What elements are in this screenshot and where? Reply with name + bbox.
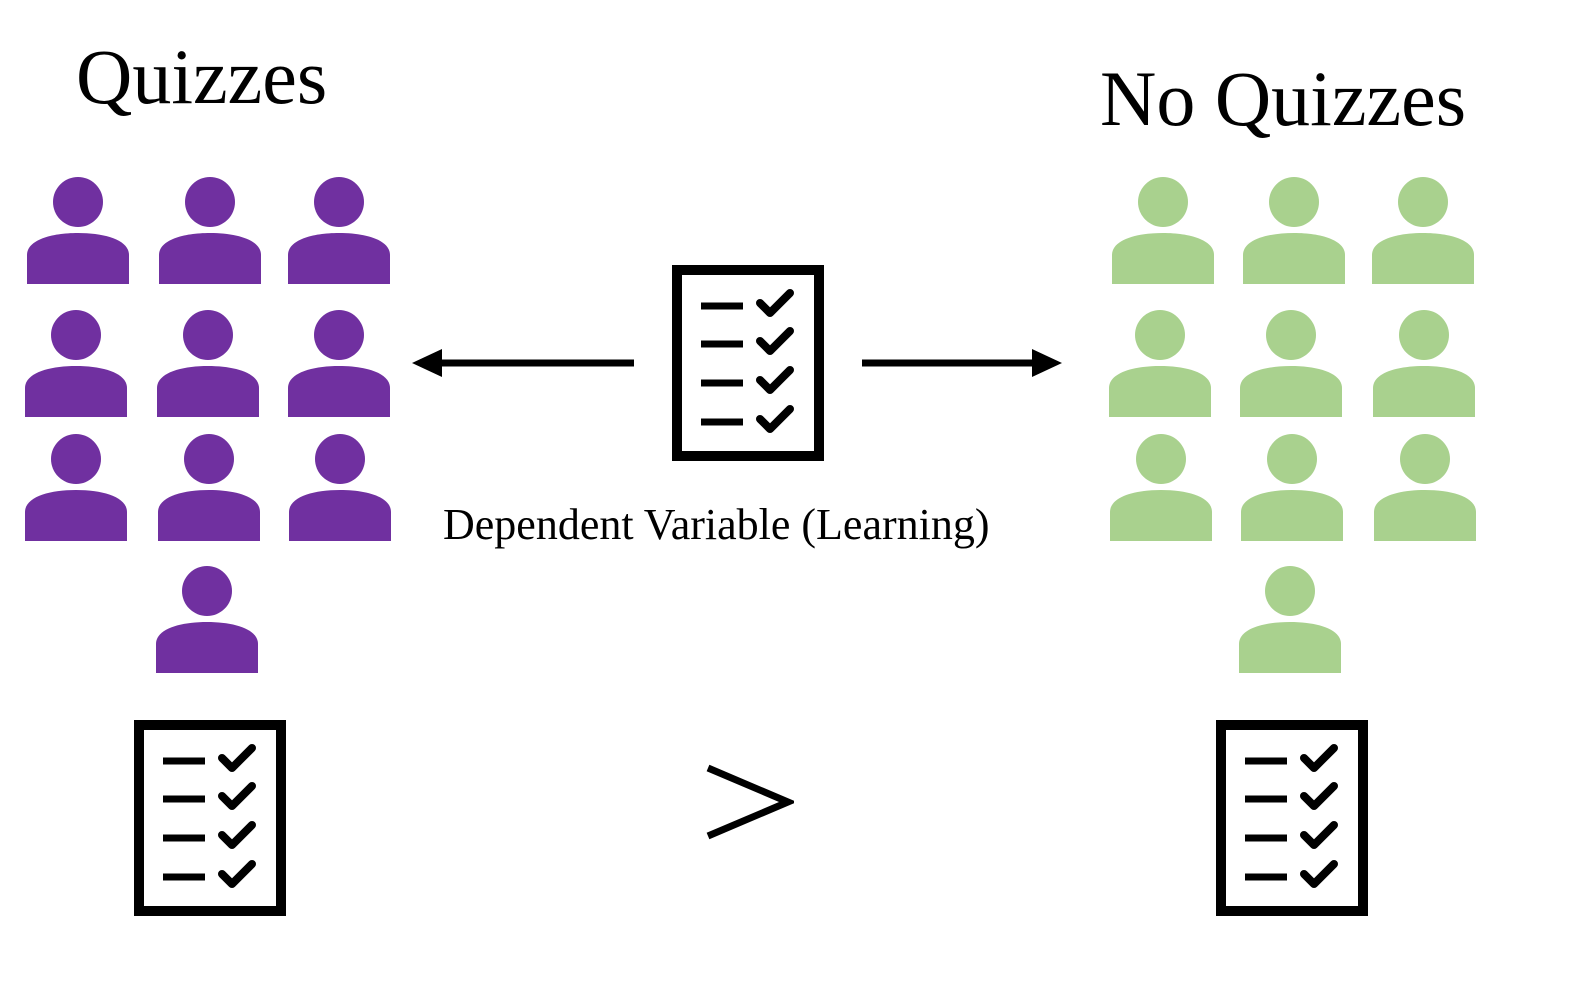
person-icon [288, 309, 390, 417]
person-icon [157, 309, 259, 417]
person-icon [1112, 176, 1214, 284]
person-icon [1110, 433, 1212, 541]
person-icon [25, 309, 127, 417]
quizzes-outcome-checklist-icon [134, 720, 286, 916]
arrow-right-icon [862, 346, 1062, 380]
person-icon [159, 176, 261, 284]
person-icon [158, 433, 260, 541]
arrow-left-icon [412, 346, 634, 380]
person-icon [1240, 309, 1342, 417]
person-icon [25, 433, 127, 541]
dependent-variable-checklist-icon [672, 265, 824, 461]
dependent-variable-label: Dependent Variable (Learning) [443, 500, 990, 549]
greater-than-icon [702, 760, 794, 844]
person-icon [1374, 433, 1476, 541]
person-icon [1239, 565, 1341, 673]
person-icon [1241, 433, 1343, 541]
person-icon [289, 433, 391, 541]
no-quizzes-group-title: No Quizzes [1100, 55, 1467, 142]
person-icon [1109, 309, 1211, 417]
person-icon [1373, 309, 1475, 417]
no-quizzes-outcome-checklist-icon [1216, 720, 1368, 916]
person-icon [27, 176, 129, 284]
quizzes-group-title: Quizzes [76, 33, 328, 120]
person-icon [156, 565, 258, 673]
person-icon [288, 176, 390, 284]
person-icon [1372, 176, 1474, 284]
person-icon [1243, 176, 1345, 284]
